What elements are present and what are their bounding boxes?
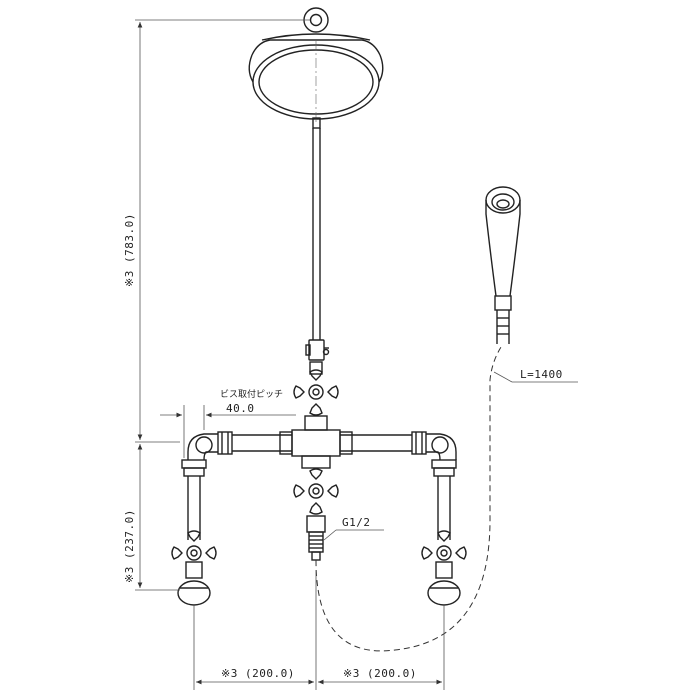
hose-path [315, 343, 504, 652]
lower-center-handle [293, 455, 339, 561]
dimension-width-right: ※3 (200.0) [343, 667, 417, 680]
upper-cross-handle [293, 361, 339, 431]
manifold [187, 429, 457, 461]
dimension-height-total: ※3 (783.0) [123, 213, 136, 287]
riser-pipe [305, 117, 330, 361]
right-leg [421, 459, 467, 606]
screw-pitch-value: 40.0 [226, 402, 255, 415]
dimension-width-left: ※3 (200.0) [221, 667, 295, 680]
left-leg [171, 459, 217, 606]
screw-pitch-label: ビス取付ピッチ [220, 390, 284, 400]
thread-callout: G1/2 [342, 516, 371, 529]
dimension-height-lower: ※3 (237.0) [123, 509, 136, 583]
hose-length-callout: L=1400 [520, 368, 563, 381]
dimension-lines [135, 19, 578, 690]
hand-shower [485, 186, 521, 344]
